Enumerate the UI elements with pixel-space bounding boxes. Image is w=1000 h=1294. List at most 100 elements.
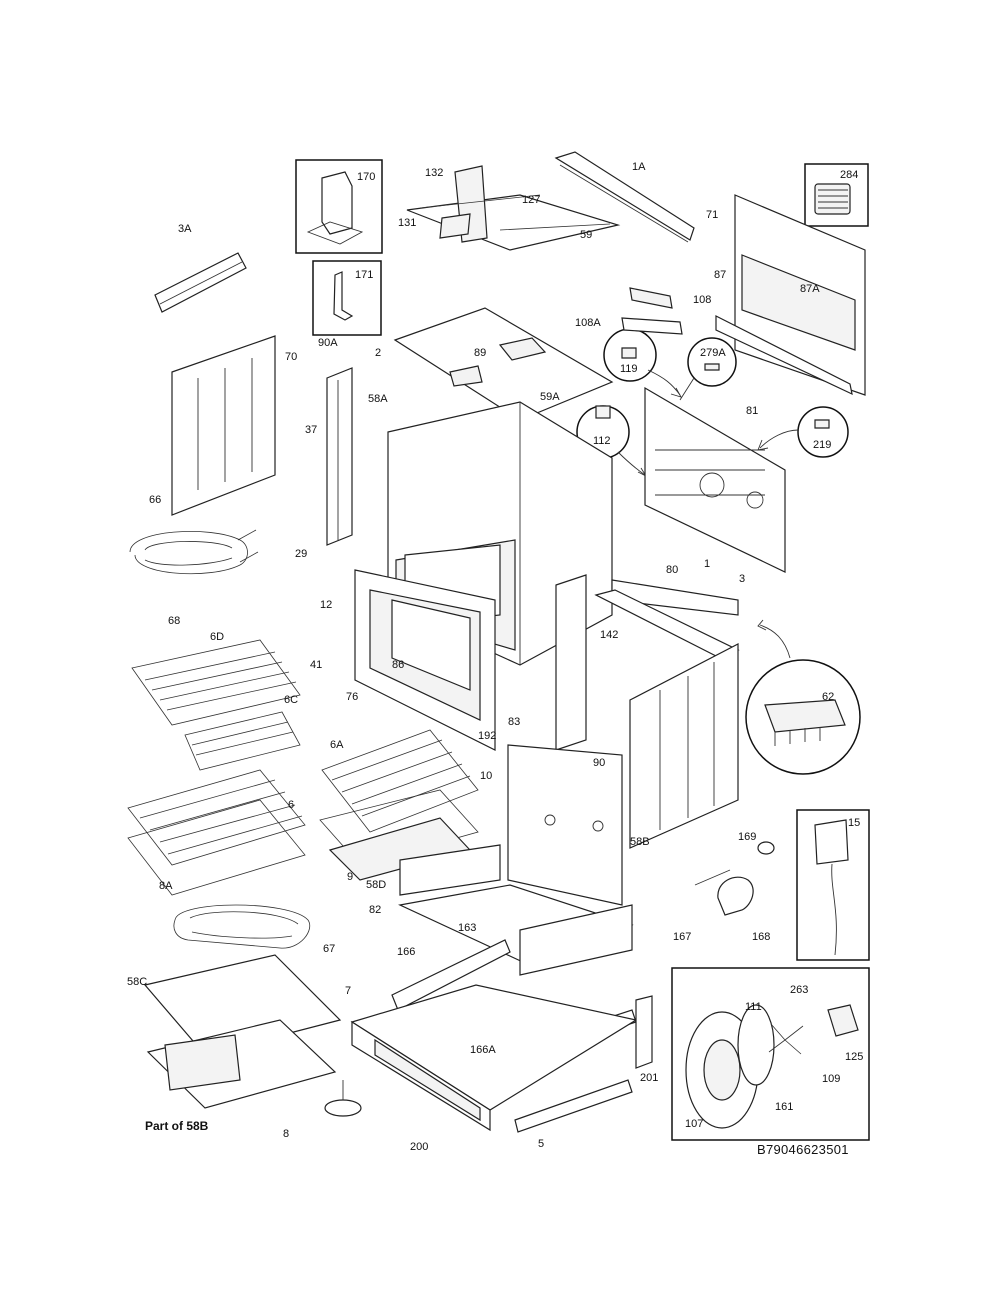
part-label-192: 192 — [478, 730, 496, 742]
part-door-frame-76 — [354, 569, 496, 751]
part-label-71: 71 — [706, 209, 718, 221]
part-label-2: 2 — [375, 347, 381, 359]
part-label-41: 41 — [310, 659, 322, 671]
part-rear-panel-58B — [507, 744, 623, 906]
part-label-37: 37 — [305, 424, 317, 436]
part-drawer-frame-58D — [398, 844, 634, 976]
part-side-trim-90 — [555, 574, 587, 751]
part-label-125: 125 — [845, 1051, 863, 1063]
part-label-87a: 87A — [800, 283, 820, 295]
part-label-59a: 59A — [540, 391, 560, 403]
part-label-166a: 166A — [470, 1044, 496, 1056]
part-rack-6-upper — [127, 769, 306, 866]
part-label-58b: 58B — [630, 836, 650, 848]
callout-box-15: 15 — [796, 809, 870, 961]
part-side-panel-70-left — [171, 335, 276, 516]
callout-circle-119: 119 — [603, 328, 682, 398]
part-label-108a: 108A — [575, 317, 601, 329]
part-label-168: 168 — [752, 931, 770, 943]
part-label-107: 107 — [685, 1118, 703, 1130]
part-label-1: 1 — [704, 558, 710, 570]
footnote-part-of-58b: Part of 58B — [145, 1119, 209, 1133]
part-control-panel-1 — [644, 386, 786, 573]
label-284: 284 — [840, 169, 858, 181]
label-219: 219 — [813, 439, 831, 451]
part-label-7: 7 — [345, 985, 351, 997]
part-label-86: 86 — [392, 659, 404, 671]
label-112: 112 — [593, 435, 611, 447]
part-label-161: 161 — [775, 1101, 793, 1113]
part-rack-6C — [184, 711, 301, 771]
part-label-68: 68 — [168, 615, 180, 627]
part-bottom-panel-3 — [594, 579, 740, 657]
part-label-108: 108 — [693, 294, 711, 306]
callout-box-171: 171 — [312, 260, 382, 336]
part-label-132: 132 — [425, 167, 443, 179]
part-drawer-200 — [350, 984, 638, 1132]
part-label-87: 87 — [714, 269, 726, 281]
callout-circle-279A: 279A — [679, 337, 737, 401]
part-label-58d: 58D — [366, 879, 386, 891]
part-label-8a: 8A — [159, 880, 173, 892]
part-side-rail-90A — [326, 367, 353, 546]
part-label-127: 127 — [522, 194, 540, 206]
part-label-167: 167 — [673, 931, 691, 943]
part-label-9: 9 — [347, 871, 353, 883]
part-label-163: 163 — [458, 922, 476, 934]
part-bake-element-66 — [129, 529, 259, 575]
part-rack-6A — [321, 729, 479, 833]
part-rack-6D — [131, 639, 301, 726]
part-label-200: 200 — [410, 1141, 428, 1153]
part-label-142: 142 — [600, 629, 618, 641]
part-front-trim-1A — [554, 151, 695, 243]
part-label-109: 109 — [822, 1073, 840, 1085]
part-drawer-slide-166A — [514, 1079, 633, 1133]
drawing-code: B79046623501 — [757, 1142, 849, 1157]
part-leveler-5 — [324, 1080, 362, 1117]
part-top-panel-59 — [406, 165, 621, 251]
part-label-81: 81 — [746, 405, 758, 417]
part-label-70: 70 — [285, 351, 297, 363]
label-15: 15 — [848, 817, 860, 829]
callout-circle-219: 219 — [757, 406, 849, 458]
part-label-29: 29 — [295, 548, 307, 560]
part-label-6: 6 — [288, 799, 294, 811]
label-171: 171 — [355, 269, 373, 281]
part-label-80: 80 — [666, 564, 678, 576]
part-label-58c: 58C — [127, 976, 147, 988]
part-label-263: 263 — [790, 984, 808, 996]
part-broil-element-8A — [173, 904, 311, 949]
label-170: 170 — [357, 171, 375, 183]
part-label-66: 66 — [149, 494, 161, 506]
part-label-82: 82 — [369, 904, 381, 916]
part-label-3: 3 — [739, 573, 745, 585]
part-label-90: 90 — [593, 757, 605, 769]
callout-box-284: 284 — [804, 163, 869, 227]
part-label-89: 89 — [474, 347, 486, 359]
part-label-6d: 6D — [210, 631, 224, 643]
part-label-58a: 58A — [368, 393, 388, 405]
callout-convection-assembly — [671, 967, 870, 1141]
part-label-90a: 90A — [318, 337, 338, 349]
callout-box-170: 170 — [295, 159, 383, 254]
part-side-trim-3A — [154, 252, 247, 313]
label-119: 119 — [620, 363, 638, 375]
part-bracket-108 — [621, 287, 683, 335]
part-label-67: 67 — [323, 943, 335, 955]
part-label-5: 5 — [538, 1138, 544, 1150]
part-side-panel-70-right — [629, 643, 739, 849]
part-label-169: 169 — [738, 831, 756, 843]
part-drawer-bottom-58C — [143, 954, 342, 1109]
part-label-10: 10 — [480, 770, 492, 782]
part-oven-top-2 — [393, 307, 614, 421]
part-rail-87 — [715, 315, 853, 396]
part-label-83: 83 — [508, 716, 520, 728]
part-cam-168 — [694, 841, 775, 916]
callout-circle-62: 62 — [745, 619, 861, 775]
part-bracket-201 — [635, 995, 653, 1069]
part-label-111: 111 — [745, 1001, 762, 1013]
part-label-201: 201 — [640, 1072, 658, 1084]
part-label-6c: 6C — [284, 694, 298, 706]
